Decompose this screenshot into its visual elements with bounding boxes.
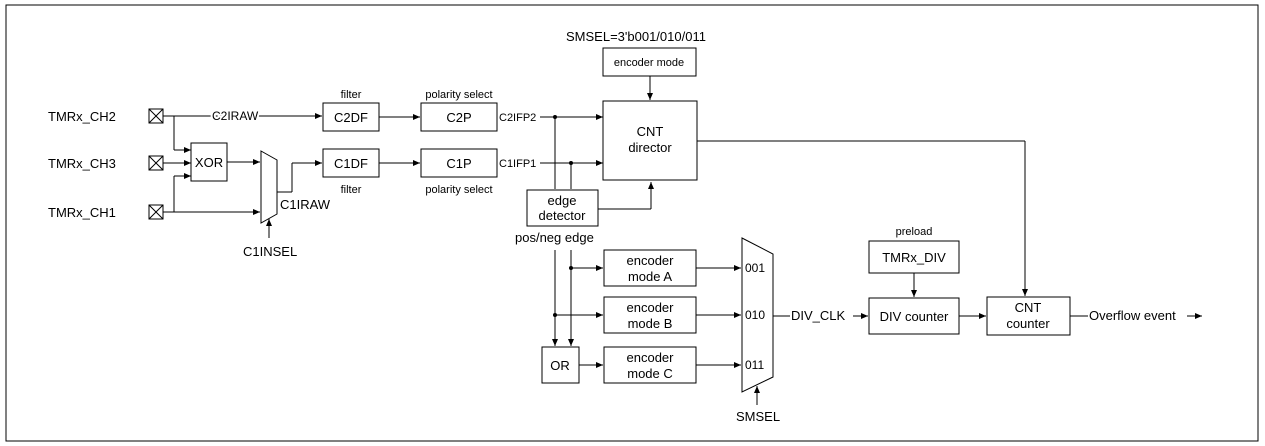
signal-c2iraw: C2IRAW [212,109,259,123]
encoder-mode-b-block [603,296,697,334]
edge-detector-label-1: edge [548,193,577,208]
filter-label-bottom: filter [341,184,362,196]
xor-label: XOR [195,155,223,170]
c1df-label: C1DF [334,156,368,171]
c2p-block [420,102,498,132]
signal-smsel: SMSEL [736,409,780,424]
c1p-block [420,148,498,178]
c2df-label: C2DF [334,110,368,125]
signal-pos-neg-edge: pos/neg edge [515,230,594,245]
smsel-values-label: SMSEL=3'b001/010/011 [566,29,706,44]
signal-c2ifp2: C2IFP2 [499,112,536,124]
c1p-label: C1P [446,156,471,171]
port-ch1-label: TMRx_CH1 [48,205,116,220]
preload-label: preload [896,226,933,238]
encoder-mode-c-block [603,346,697,384]
diagram-frame [5,4,1259,442]
signal-div-clk: DIV_CLK [791,308,846,323]
edge-detector-label-2: detector [539,208,587,223]
tmrx-div-label: TMRx_DIV [882,250,946,265]
signal-c1ifp1: C1IFP1 [499,158,536,170]
encoder-mode-c-label-1: encoder [627,350,675,365]
filter-label-top: filter [341,89,362,101]
polarity-label-bottom: polarity select [425,184,492,196]
c1-input-mux [260,150,278,224]
div-counter-block [868,297,960,335]
encoder-mode-a-label-2: mode A [628,269,672,284]
junction-neg-edge [553,313,557,317]
junction-pos-edge [569,266,573,270]
c1df-block [322,148,380,178]
mux-input-011: 011 [745,358,764,372]
encoder-mode-a-label-1: encoder [627,253,675,268]
signal-c1insel: C1INSEL [243,244,297,259]
encoder-mode-a-block [603,249,697,287]
edge-detector-block [526,189,599,227]
encoder-mode-b-label-1: encoder [627,300,675,315]
port-ch2-icon [148,108,164,124]
cnt-director-label-1: CNT [637,124,664,139]
mux-input-001: 001 [745,261,765,275]
port-ch2-label: TMRx_CH2 [48,109,116,124]
cnt-counter-label-1: CNT [1015,300,1042,315]
polarity-label-top: polarity select [425,89,492,101]
cnt-director-label-2: director [628,140,672,155]
c2df-block [322,102,380,132]
mux-input-010: 010 [745,308,765,322]
port-ch1-icon [148,204,164,220]
smsel-mux [741,237,774,393]
signal-overflow-event: Overflow event [1089,308,1176,323]
signal-c1iraw: C1IRAW [280,197,331,212]
encoder-mode-b-label-2: mode B [628,316,673,331]
encoder-mode-label: encoder mode [614,57,684,69]
encoder-mode-c-label-2: mode C [627,366,673,381]
port-ch3-icon [148,155,164,171]
port-ch3-label: TMRx_CH3 [48,156,116,171]
or-label: OR [550,358,570,373]
div-counter-label: DIV counter [880,309,949,324]
xor-gate [190,142,228,182]
or-gate [541,346,580,384]
encoder-mode-block [602,47,697,77]
tmrx-div-block [868,240,960,274]
cnt-counter-label-2: counter [1006,316,1050,331]
c2p-label: C2P [446,110,471,125]
